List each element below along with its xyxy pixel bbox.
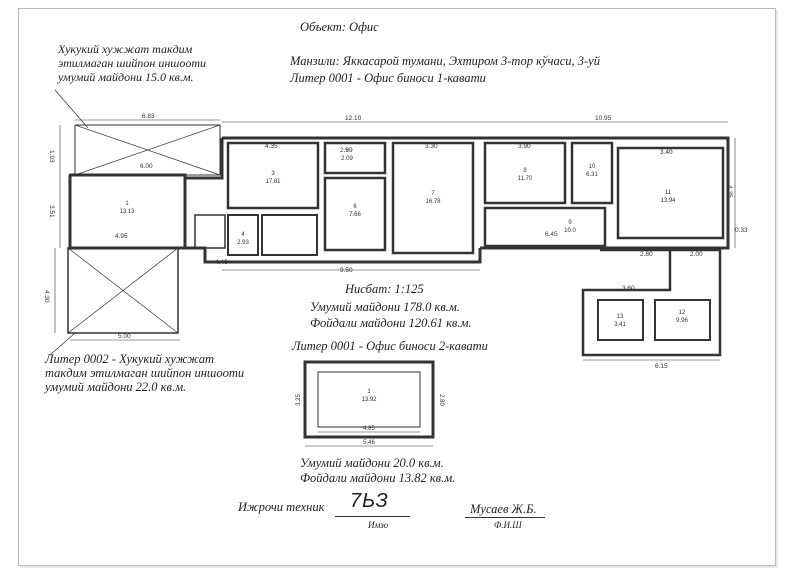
dim-lower-e: 5.00 — [118, 333, 131, 340]
room-area: 17.81 — [265, 179, 281, 185]
room-6 — [323, 176, 387, 252]
room-no: 1 — [125, 201, 129, 207]
room-no: 5 — [345, 148, 349, 154]
dim-right-edge: 0.33 — [735, 227, 748, 234]
room-area: 9.96 — [676, 318, 688, 324]
room-13 — [597, 299, 644, 341]
floor2-room-no: 1 — [367, 389, 371, 395]
name-caption: Ф.И.Ш — [494, 520, 522, 530]
name-line — [465, 517, 545, 518]
room-labels: 1 13.13 3 17.81 5 2.09 6 7.66 7 16.78 8 … — [119, 148, 688, 446]
room-area: 11.70 — [518, 176, 533, 182]
floor2-useful-area: Фойдали майдони 13.82 кв.м. — [300, 471, 456, 485]
room-12 — [654, 299, 711, 341]
shed-bottom-left — [49, 247, 179, 356]
signature-caption: Имзо — [368, 520, 389, 530]
dim-left-a: 1.93 — [48, 150, 55, 163]
room-no: 4 — [241, 232, 245, 238]
dim-top-left: 6.83 — [142, 113, 155, 120]
room-area: 2.09 — [341, 156, 353, 162]
note-top-left-line3: умумий майдони 15.0 кв.м. — [58, 70, 194, 84]
note-top-left-line1: Хукукий хужжат такдим — [58, 42, 193, 56]
room-area: 3.41 — [614, 322, 626, 328]
dim-lower-d: 6.15 — [655, 363, 668, 370]
room-area: 2.93 — [237, 240, 249, 246]
dim-r1-width: 4.95 — [115, 233, 128, 240]
room-no: 3 — [271, 171, 275, 177]
shed-top-left — [54, 89, 221, 176]
room-10 — [570, 141, 614, 205]
floor1-total-area: Умумий майдони 178.0 кв.м. — [310, 300, 460, 314]
room-area: 13.94 — [660, 198, 676, 204]
dim-top-mid: 12.10 — [345, 115, 362, 122]
dim-r5-width: 3.90 — [518, 143, 531, 150]
floor2-dim-right: 2.80 — [438, 394, 444, 406]
lower-wing — [581, 248, 722, 357]
note-bottom-left-line2: такдим этилмаган шийпон иншооти — [45, 366, 245, 380]
floor1-useful-area: Фойдали майдони 120.61 кв.м. — [310, 316, 472, 330]
dim-r6-width: 3.40 — [660, 149, 673, 156]
room-area: 6.31 — [586, 172, 598, 178]
dimension-lines — [54, 119, 736, 361]
address: Манзили: Яккасарой тумани, Эхтиром 3-тор… — [290, 54, 600, 68]
floor2-dim-left: 3.25 — [296, 394, 302, 406]
dim-left-c: 4.30 — [43, 290, 50, 303]
dim-right-h: 4.35 — [726, 185, 733, 198]
room-4 — [227, 214, 259, 256]
technician-role: Ижрочи техник — [238, 500, 325, 514]
floor2-plan — [303, 360, 435, 447]
dim-top-right: 10.95 — [595, 115, 612, 122]
room-no: 9 — [568, 220, 572, 226]
liter1-floor1: Литер 0001 - Офис биноси 1-кавати — [290, 71, 486, 85]
dim-left-b: 3.51 — [48, 205, 55, 218]
dim-shed-width: 6.00 — [140, 163, 153, 170]
floor2-dim-outer: 5.46 — [363, 440, 375, 446]
floor2-dim-inner: 4.85 — [363, 426, 375, 432]
dim-bottom-mid: 9.50 — [340, 267, 353, 274]
room-no: 6 — [353, 204, 357, 210]
room-no: 13 — [617, 314, 624, 320]
room-area: 10.0 — [564, 228, 576, 234]
room-no: 12 — [679, 310, 686, 316]
dim-lower-a: 2.80 — [640, 251, 653, 258]
dimension-labels: 6.83 12.10 10.95 1.93 3.51 4.30 6.00 4.9… — [43, 113, 748, 370]
object-title: Объект: Офис — [300, 20, 379, 34]
note-top-left-line2: этилмаган шийпон иншооти — [58, 56, 207, 70]
room-3 — [226, 141, 320, 210]
drawing-sheet — [18, 8, 776, 566]
signature-line — [335, 516, 410, 517]
dim-r4-width: 3.30 — [425, 143, 438, 150]
dim-mid-a: 4.40 — [215, 259, 228, 266]
room-7 — [391, 141, 475, 255]
floor2-total-area: Умумий майдони 20.0 кв.м. — [300, 456, 444, 470]
floor2-title: Литер 0001 - Офис биноси 2-кавати — [292, 339, 488, 353]
room-11 — [616, 146, 725, 240]
technician-name: Мусаев Ж.Б. — [470, 502, 537, 516]
room-small — [194, 214, 226, 249]
signature-scribble: 7ЬЗ — [350, 490, 389, 512]
room-area: 7.66 — [349, 212, 361, 218]
note-bottom-left-line3: умумий майдони 22.0 кв.м. — [45, 380, 187, 394]
room-5 — [323, 141, 387, 175]
dim-lower-c: 3.60 — [622, 285, 635, 292]
room-no: 11 — [665, 190, 672, 196]
floor2-room-area: 13.92 — [361, 397, 377, 403]
dim-r3-width: 2.99 — [340, 147, 353, 154]
room-corridor — [261, 214, 318, 256]
room-8 — [483, 141, 567, 205]
scale-label: Нисбат: 1:125 — [345, 282, 424, 296]
room-no: 10 — [589, 164, 596, 170]
room-no: 8 — [523, 168, 527, 174]
dim-r2-width: 4.35 — [265, 143, 278, 150]
dim-bottom-right: 6.45 — [545, 231, 558, 238]
note-bottom-left-line1: Литер 0002 - Хукукий хужжат — [45, 352, 215, 366]
room-9 — [483, 206, 607, 248]
room-area: 16.78 — [425, 199, 441, 205]
dim-lower-b: 2.00 — [690, 251, 703, 258]
main-outer-wall — [68, 136, 730, 264]
room-no: 7 — [431, 191, 435, 197]
room-area: 13.13 — [119, 209, 135, 215]
